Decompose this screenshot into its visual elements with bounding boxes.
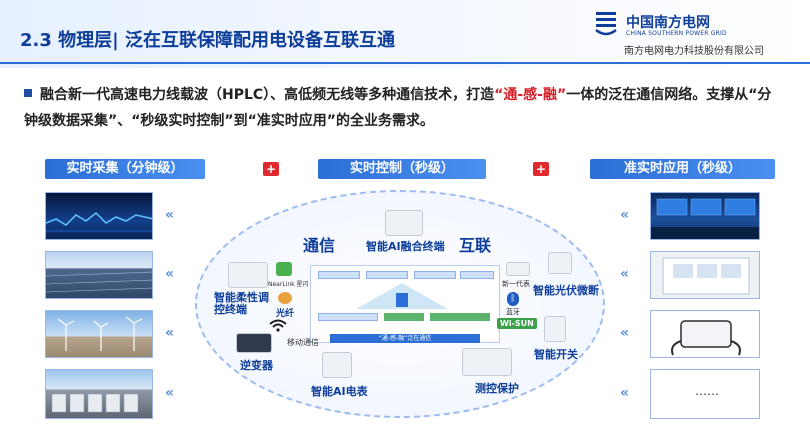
photo-smart-meter-box [650, 251, 760, 299]
ai-fusion-terminal-image [385, 210, 423, 236]
photo-solar-farm [45, 251, 153, 299]
chevron-left-icon: « [620, 325, 629, 341]
meter-box-icon [651, 252, 760, 299]
wind-turbine-icon [46, 311, 153, 358]
soft-control-terminal-image [228, 262, 268, 288]
ai-meter-image [322, 352, 352, 378]
arch-block [318, 313, 378, 321]
bullet-square-icon [24, 89, 32, 97]
photo-more-placeholder: …… [650, 369, 760, 419]
label-interconnection: 互联 [459, 232, 491, 256]
chevron-left-icon: « [165, 207, 174, 223]
logo-text-cn: 中国南方电网 [626, 12, 710, 32]
arch-block [366, 271, 408, 279]
column-header-realtime-collection: 实时采集（分钟级） [45, 159, 205, 179]
summary-bullet: 融合新一代高速电力线载波（HPLC）、高低频无线等多种通信技术，打造“通-感-融… [24, 82, 784, 134]
chevron-left-icon: « [165, 385, 174, 401]
label-soft-control-terminal: 智能柔性调控终端 [214, 292, 270, 316]
fiber-icon [278, 292, 292, 304]
photo-control-center [650, 192, 760, 240]
chevron-left-icon: « [620, 385, 629, 401]
label-smart-switch: 智能开关 [534, 346, 578, 362]
logo-text-en: CHINA SOUTHERN POWER GRID [626, 30, 727, 37]
uplink-arrow-icon [352, 283, 452, 311]
header-divider [0, 62, 810, 64]
bullet-text-part1: 融合新一代高速电力线载波（HPLC）、高低频无线等多种通信技术，打造 [40, 87, 494, 103]
arch-block [460, 271, 494, 279]
chevron-left-icon: « [620, 266, 629, 282]
arch-block [384, 313, 424, 321]
page-title: 2.3 物理层| 泛在互联保障配用电设备互联互通 [20, 26, 395, 52]
wisun-icon: Wi-SUN [497, 318, 537, 329]
ubiquitous-comm-bar: “通-感-融”泛在通信 [330, 334, 480, 343]
label-nearlink: NearLink 星闪 [268, 279, 309, 288]
smart-switch-image [544, 316, 566, 342]
photo-storage-station [45, 369, 153, 419]
photo-wind-farm [45, 310, 153, 358]
arch-block [318, 271, 360, 279]
label-new-gen-meter: 新一代表 [502, 279, 530, 289]
arch-block [430, 313, 490, 321]
pv-breaker-image [548, 252, 572, 274]
waveform-icon [46, 193, 153, 240]
csg-logo-icon [594, 10, 618, 38]
label-pv-breaker: 智能光伏微断 [533, 282, 599, 298]
label-bluetooth: 蓝牙 [506, 307, 520, 317]
chevron-left-icon: « [165, 325, 174, 341]
bullet-highlight: “通-感-融” [494, 87, 566, 103]
plus-icon: + [263, 162, 279, 176]
solar-panel-icon [46, 252, 153, 299]
label-ai-fusion-terminal: 智能AI融合终端 [366, 238, 445, 254]
bluetooth-icon: ᛒ [507, 292, 519, 306]
battery-cabinet-icon [46, 370, 153, 419]
chevron-left-icon: « [165, 266, 174, 282]
chevron-left-icon: « [620, 207, 629, 223]
label-inverter: 逆变器 [240, 357, 273, 373]
ellipsis-text: …… [695, 384, 719, 398]
company-name: 南方电网电力科技股份有限公司 [624, 42, 764, 57]
company-logo: 中国南方电网 CHINA SOUTHERN POWER GRID 南方电网电力科… [594, 10, 799, 56]
new-gen-meter-image [506, 262, 530, 276]
photo-data-dashboard [45, 192, 153, 240]
column-header-realtime-control: 实时控制（秒级） [318, 159, 486, 179]
column-header-quasi-realtime-application: 准实时应用（秒级） [590, 159, 775, 179]
ev-charger-icon [651, 311, 760, 358]
screen-wall-icon [651, 193, 760, 240]
label-ai-meter: 智能AI电表 [311, 383, 368, 399]
label-mobile-comm: 移动通信 [287, 337, 319, 348]
photo-ev-charger [650, 310, 760, 358]
arch-block [414, 271, 456, 279]
label-communication: 通信 [303, 232, 335, 256]
label-protection: 测控保护 [475, 380, 519, 396]
plus-icon: + [533, 162, 549, 176]
inverter-image [236, 333, 272, 353]
protection-device-image [462, 348, 512, 376]
wifi-icon [268, 318, 288, 332]
nearlink-icon [276, 262, 292, 276]
